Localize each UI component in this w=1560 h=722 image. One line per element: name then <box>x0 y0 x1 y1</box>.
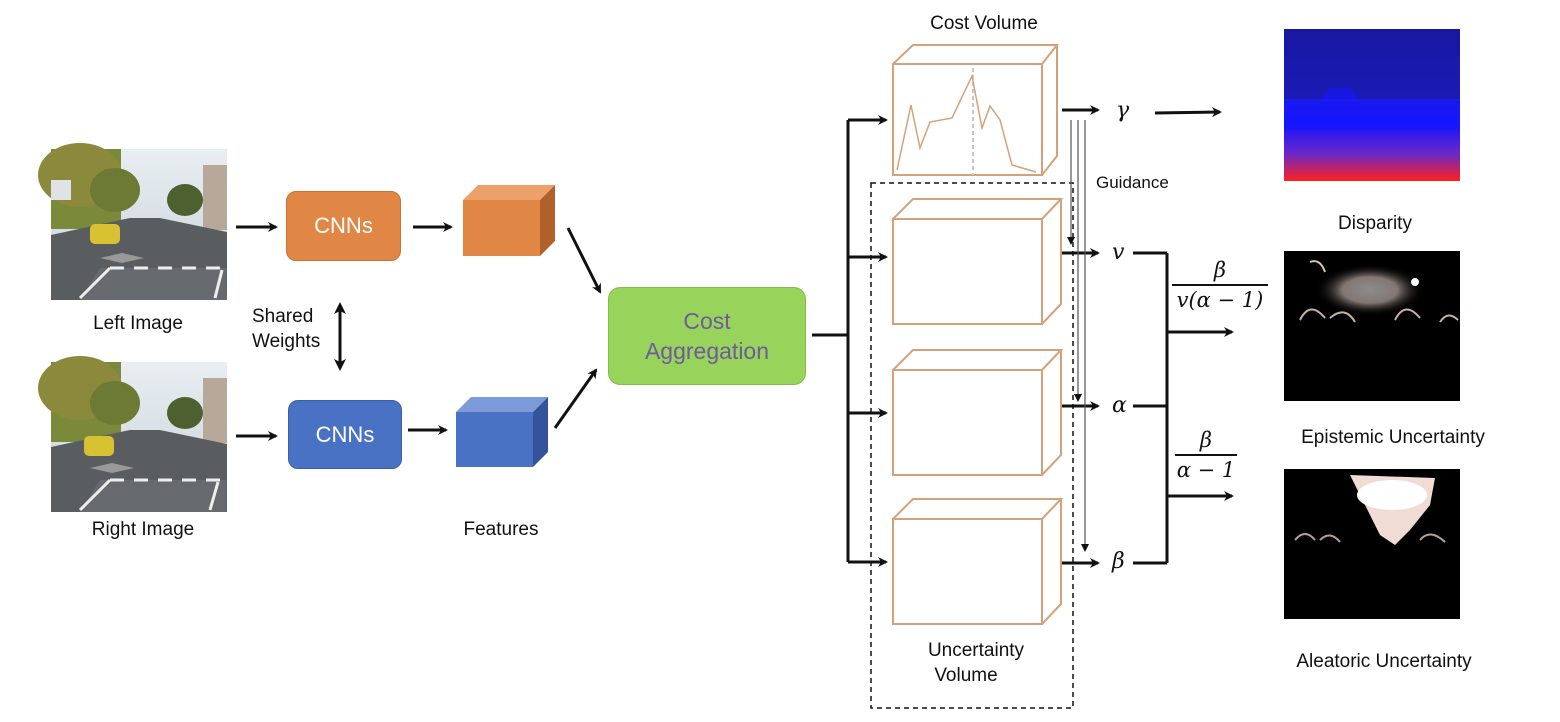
aleatoric-formula-denominator: α − 1 <box>1175 454 1237 482</box>
right-image <box>38 356 227 512</box>
cost-volume-box <box>892 44 1060 176</box>
guidance-label: Guidance <box>1096 173 1169 192</box>
uncertainty-volume-label-line2: Volume <box>934 665 998 686</box>
branch-arrows <box>812 115 888 567</box>
input-arrows <box>236 222 602 441</box>
uncertainty-volume-container <box>870 182 1074 709</box>
uncertainty-box-alpha <box>892 349 1064 476</box>
left-image-label: Left Image <box>93 313 183 334</box>
cost-aggregation-line1: Cost <box>683 308 731 334</box>
right-image-label: Right Image <box>91 519 195 540</box>
epistemic-formula-numerator: β <box>1213 258 1227 282</box>
aleatoric-formula: β α − 1 <box>1175 428 1237 482</box>
epistemic-uncertainty-label: Epistemic Uncertainty <box>1301 427 1485 448</box>
beta-symbol: β <box>1112 549 1125 574</box>
features-label: Features <box>463 519 539 540</box>
cost-volume-label: Cost Volume <box>930 13 1038 34</box>
left-image <box>38 143 227 300</box>
disparity-label: Disparity <box>1338 213 1412 234</box>
cnn-block-top: CNNs <box>286 191 401 261</box>
feature-cube-bottom <box>456 397 548 467</box>
epistemic-formula: β v(α − 1) <box>1172 258 1268 312</box>
cost-aggregation-line2: Aggregation <box>644 338 770 364</box>
alpha-symbol: α <box>1112 393 1127 418</box>
disparity-map <box>1284 29 1460 181</box>
output-arrows <box>1062 105 1234 568</box>
shared-weights-label-line2: Weights <box>252 331 321 352</box>
epistemic-formula-denominator: v(α − 1) <box>1172 284 1268 312</box>
uncertainty-box-beta <box>892 498 1064 625</box>
uncertainty-box-nu <box>892 198 1064 325</box>
cnn-block-bottom: CNNs <box>288 400 402 469</box>
feature-cube-top <box>463 185 555 256</box>
cnn-label-bottom: CNNs <box>315 421 375 447</box>
guidance-arrows <box>1067 120 1089 552</box>
aleatoric-uncertainty-label: Aleatoric Uncertainty <box>1296 651 1472 672</box>
uncertainty-volume-label-line1: Uncertainty <box>927 640 1025 661</box>
shared-weights-label-line1: Shared <box>252 306 314 327</box>
aleatoric-map <box>1284 469 1460 619</box>
cnn-label-top: CNNs <box>314 213 373 238</box>
cost-aggregation-block: Cost Aggregation <box>608 287 806 385</box>
nu-symbol: v <box>1112 240 1125 265</box>
gamma-symbol: γ <box>1116 98 1130 123</box>
epistemic-map <box>1284 251 1460 401</box>
aleatoric-formula-numerator: β <box>1199 428 1213 452</box>
